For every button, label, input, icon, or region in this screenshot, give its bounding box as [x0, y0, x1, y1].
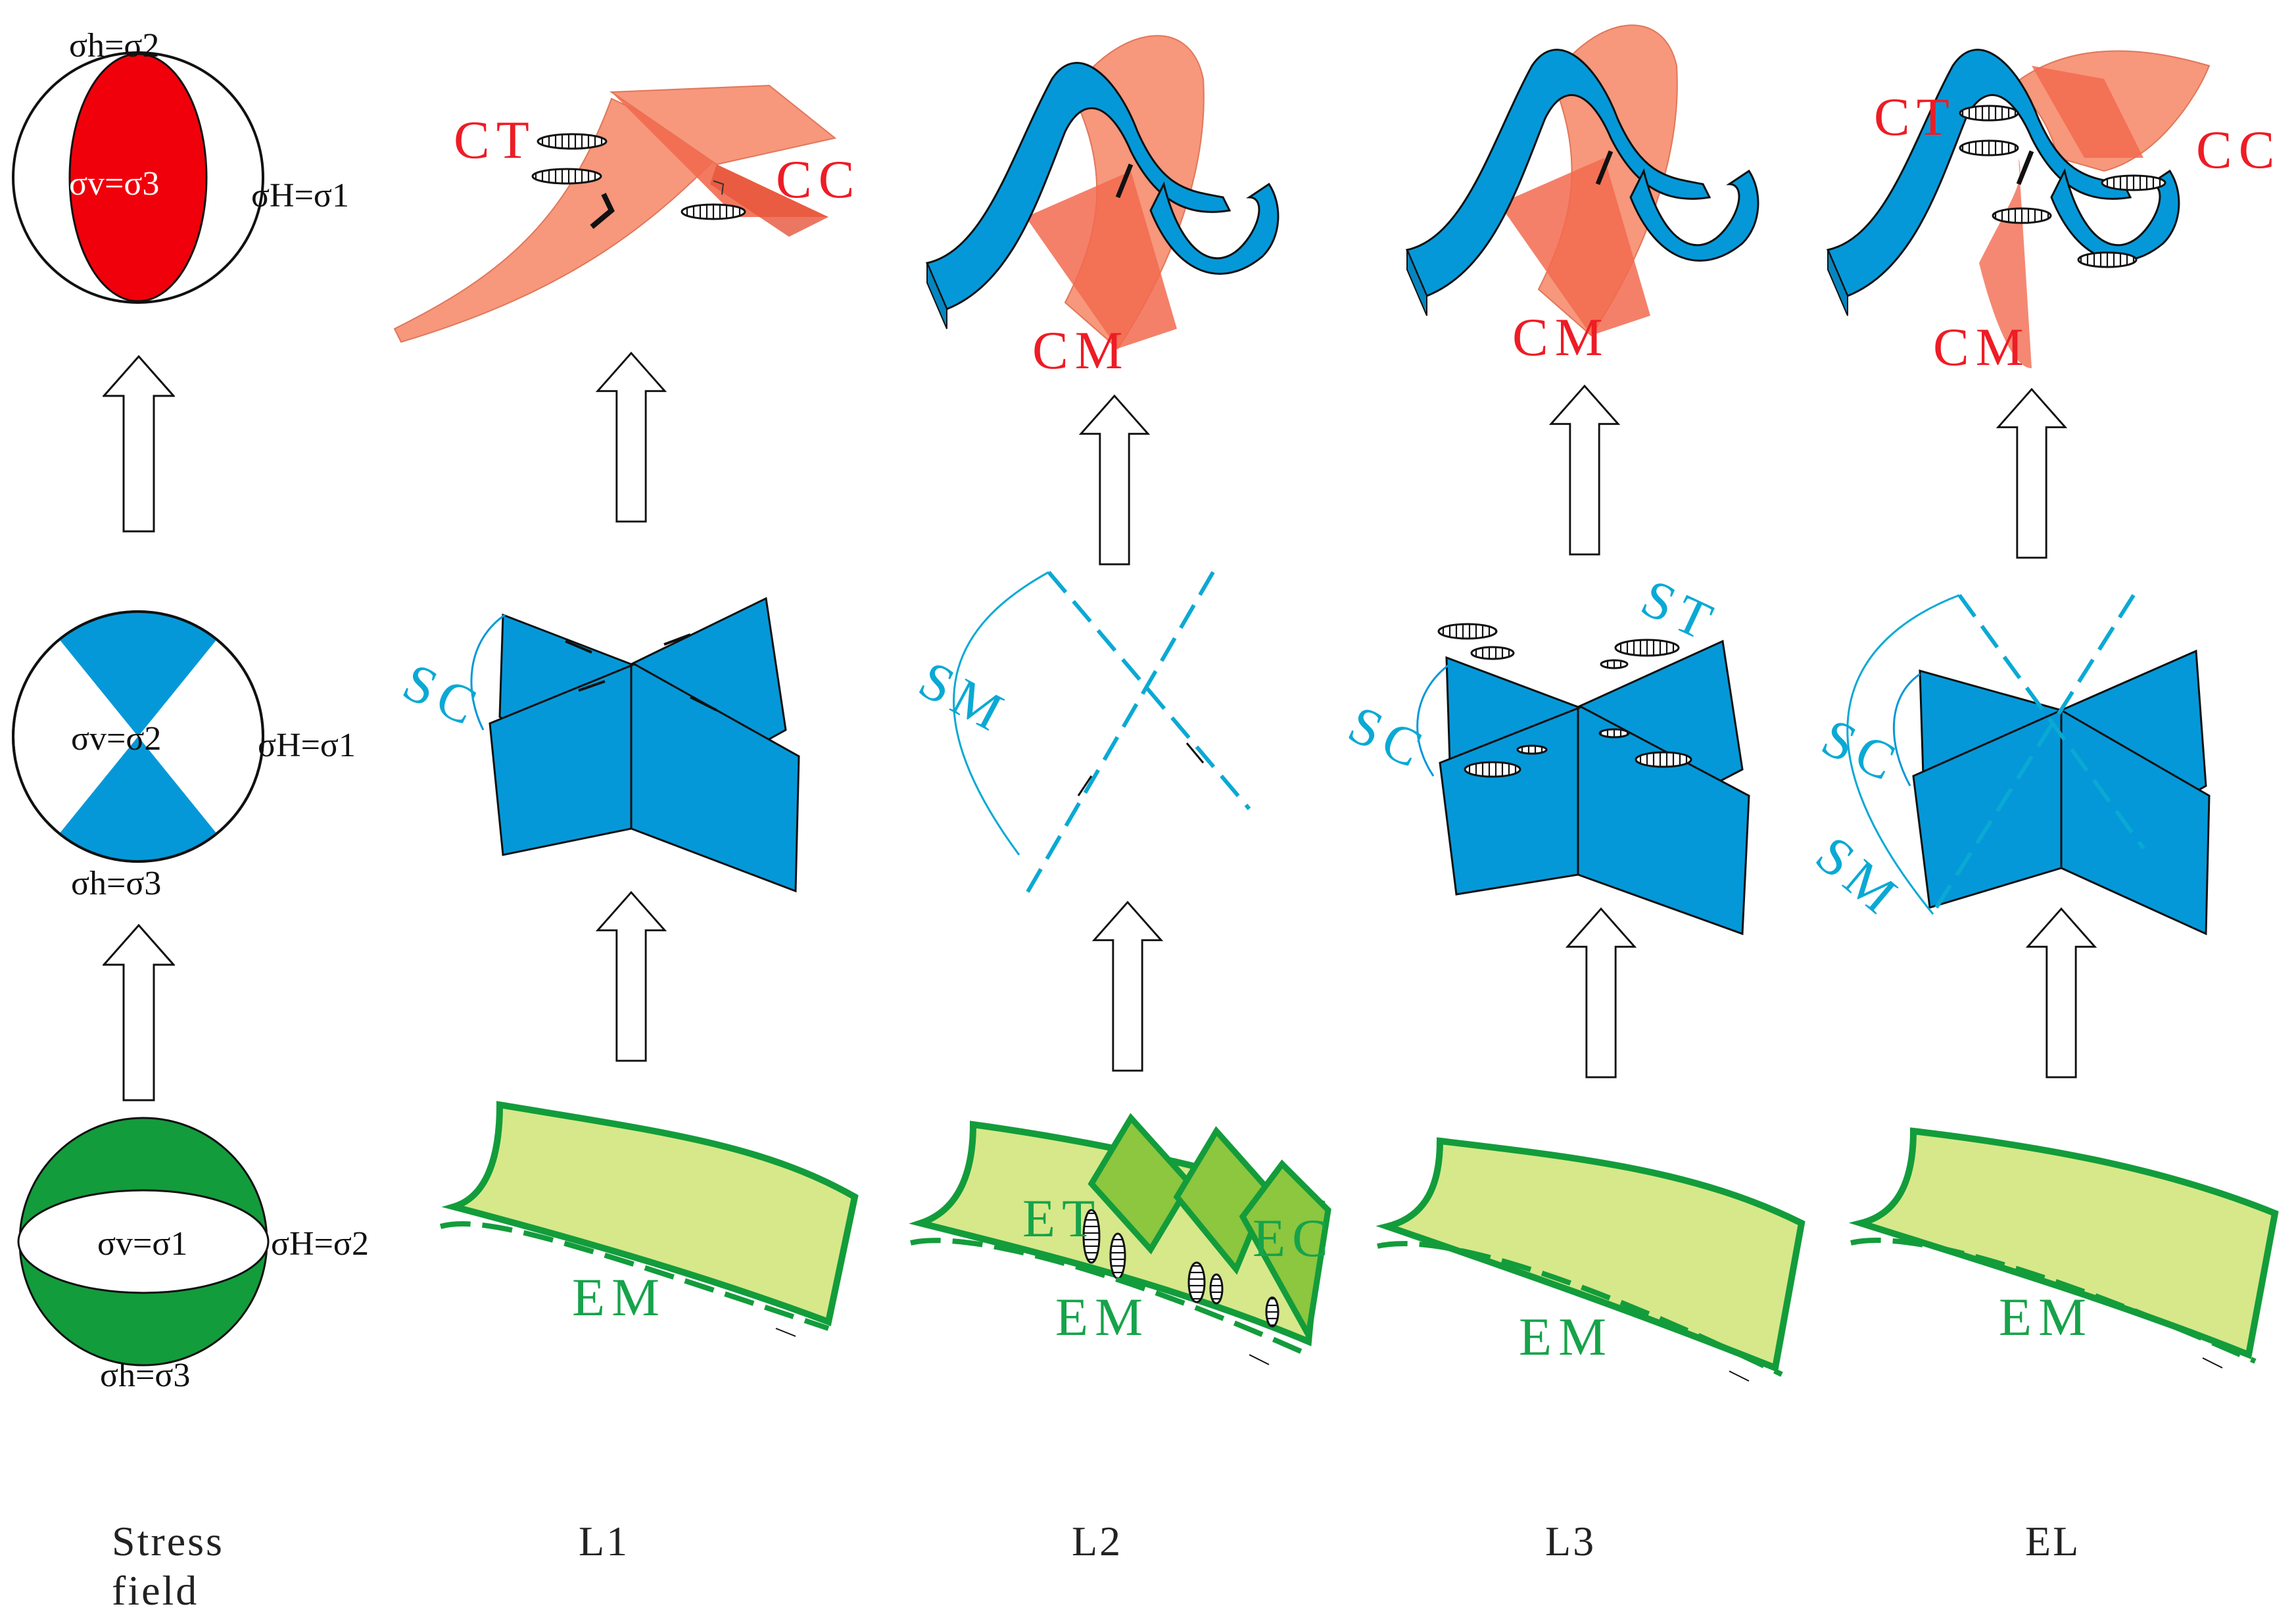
et-label: ET [1022, 1188, 1101, 1248]
tension-ellipse [681, 203, 746, 220]
sigma-v-3-label: σv=σ3 [69, 165, 159, 203]
up-arrow [103, 355, 175, 533]
tension-ellipse [2077, 251, 2138, 268]
sigma-H-1-label: σH=σ1 [251, 177, 349, 214]
tension-ellipse [531, 168, 602, 185]
cc-label: CC [776, 149, 861, 209]
column-label-l2: L2 [1072, 1518, 1122, 1564]
up-arrow [1997, 388, 2067, 559]
l2-conjugate-shear: SM [910, 571, 1251, 902]
tension-ellipse [1635, 751, 1692, 768]
tension-ellipse [1187, 1261, 1206, 1303]
up-arrow [1550, 385, 1619, 556]
cc-label: CC [2196, 120, 2281, 180]
tension-ellipse [1600, 659, 1629, 669]
tension-ellipse [1082, 1209, 1101, 1264]
sigma-v-1-label: σv=σ1 [97, 1225, 187, 1263]
red-lobe [68, 53, 208, 303]
tension-ellipse [1209, 1273, 1224, 1305]
cm-label: CM [1933, 317, 2030, 377]
el-fold-structure: CT CC CM [1826, 49, 2281, 377]
tension-ellipse [1992, 207, 2052, 224]
em-label: EM [1055, 1287, 1149, 1347]
sigma-h-3-label: σh=σ3 [100, 1357, 190, 1394]
column-label-el: EL [2025, 1518, 2080, 1564]
l3-extensional-block: EM [1375, 1137, 1806, 1382]
sigma-H-1-label: σH=σ1 [258, 727, 356, 764]
blue-sector-bottom [59, 737, 217, 862]
em-label: EM [1519, 1307, 1613, 1367]
sigma-H-2-label: σH=σ2 [271, 1225, 369, 1263]
el-combined-shear: SC SM [1805, 594, 2211, 936]
tension-ellipse [1516, 744, 1548, 755]
sc-label: SC [395, 652, 491, 739]
blue-sector-top [59, 611, 217, 737]
up-arrow [1080, 395, 1149, 566]
l3-fold-structure: CM [1405, 24, 1759, 367]
up-arrow [596, 352, 666, 523]
column-label-l3: L3 [1545, 1518, 1596, 1564]
em-label: EM [572, 1267, 666, 1327]
stress-ellipse-reverse: σh=σ2 σv=σ3 σH=σ1 [12, 27, 349, 304]
l1-strike-slip-structure: SC [395, 596, 800, 893]
sigma-h-2-label: σh=σ2 [69, 27, 159, 64]
up-arrow [103, 924, 175, 1102]
tension-ellipse [1437, 623, 1498, 640]
up-arrow [1566, 908, 1636, 1078]
white-lobe [17, 1189, 270, 1294]
tension-ellipse [1109, 1232, 1126, 1280]
em-label: EM [1999, 1287, 2093, 1347]
stress-ellipse-strike-slip: σv=σ2 σH=σ1 σh=σ3 [12, 610, 356, 902]
sigma-v-2-label: σv=σ2 [71, 720, 161, 758]
tension-ellipse [1470, 646, 1515, 660]
l2-extensional-block: ET EC EM [909, 1113, 1335, 1365]
up-arrow [596, 891, 666, 1062]
ct-label: CT [1874, 87, 1956, 147]
cm-label: CM [1512, 307, 1610, 367]
l3-strike-slip-structure: SC ST [1340, 568, 1750, 936]
sc-label: SC [1340, 694, 1437, 781]
tension-ellipse [1464, 761, 1521, 778]
tension-ellipse [537, 133, 608, 150]
l1-compressional-structure: CT CC [393, 84, 861, 343]
sm-label: SM [1805, 825, 1913, 929]
sc-label: SC [1813, 707, 1910, 794]
tension-ellipse [1598, 728, 1630, 739]
column-label-field: field [112, 1567, 199, 1614]
up-arrow [2026, 908, 2096, 1078]
sigma-h-3-label: σh=σ3 [71, 865, 161, 902]
stress-ellipse-normal: σv=σ1 σH=σ2 σh=σ3 [17, 1117, 369, 1394]
column-label-stress: Stress [112, 1518, 224, 1564]
tension-ellipse [2101, 174, 2166, 191]
column-label-l1: L1 [579, 1518, 629, 1564]
up-arrow [1093, 901, 1162, 1072]
cm-label: CM [1032, 320, 1130, 380]
ct-label: CT [454, 110, 536, 170]
el-extensional-block: EM [1848, 1127, 2279, 1369]
tension-ellipse [1959, 105, 2019, 122]
sm-label: SM [910, 649, 1018, 744]
tension-ellipse [1265, 1296, 1280, 1328]
l1-extensional-block: EM [439, 1101, 859, 1337]
ec-label: EC [1253, 1208, 1335, 1268]
tension-ellipse [1959, 139, 2019, 157]
l2-fold-structure: CM [925, 35, 1280, 380]
tension-ellipse [1614, 639, 1680, 657]
